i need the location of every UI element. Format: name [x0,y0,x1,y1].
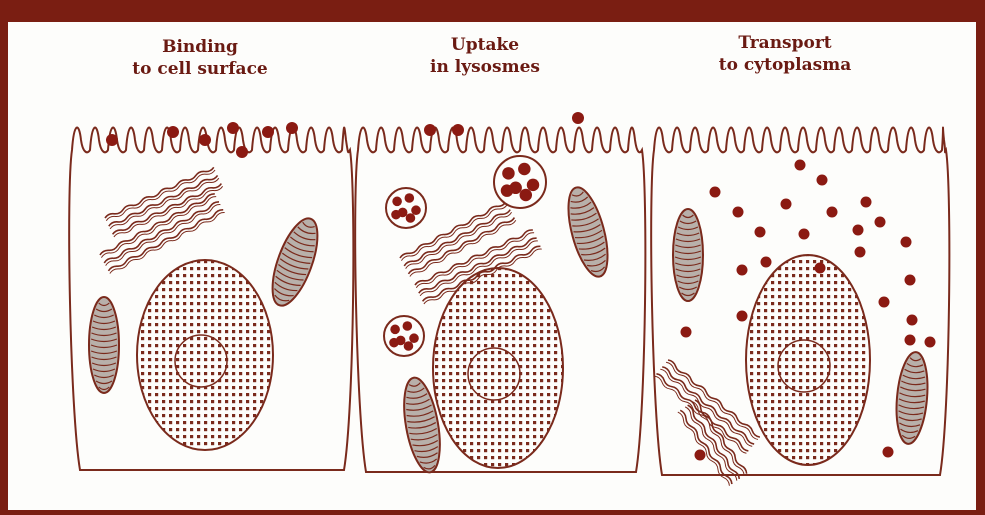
mitochondrion-outline [673,209,703,301]
ligand-dot [106,134,118,146]
ligand-dot [411,205,421,215]
lysosome [384,316,424,356]
ligand-dot [817,175,828,186]
ligand-dot [761,257,772,268]
ligand-dot [855,247,866,258]
ligand-dot [404,341,414,351]
ligand-dot [861,197,872,208]
ligand-dot [389,338,399,348]
ligand-dot [710,187,721,198]
mitochondrion-outline [263,213,326,311]
ligand-dot [755,227,766,238]
ligand-dot [167,126,179,138]
mitochondrion [893,351,931,445]
ligand-dot [883,447,894,458]
mitochondrion [263,213,326,311]
ligand-dot [409,333,419,343]
endoplasmic-reticulum [654,359,761,455]
ligand-dot [795,160,806,171]
ligand-dot [452,124,464,136]
endoplasmic-reticulum-cisterna-inner [665,361,759,440]
ligand-dot [424,124,436,136]
ligand-dot [392,197,402,207]
ligand-dot [925,337,936,348]
mitochondrion [673,209,703,301]
ligand-dot [405,193,415,203]
ligand-dot [199,134,211,146]
ligand-dot [905,335,916,346]
ligand-dot [879,297,890,308]
endoplasmic-reticulum [677,399,748,486]
ligand-dot [390,325,400,335]
endosome [494,156,546,208]
ligand-dot [737,311,748,322]
ligand-dot [501,184,513,196]
mitochondrion [89,297,119,393]
mitochondrion [561,183,616,280]
ligand-dot [815,263,826,274]
ligand-dot [520,189,532,201]
mitochondrion-outline [893,351,931,445]
ligand-dot [403,321,413,331]
nucleus-2 [433,268,563,468]
endoplasmic-reticulum-cisterna [679,409,733,484]
ligand-dot [827,207,838,218]
ligand-dot [853,225,864,236]
nucleus-1 [137,260,273,450]
ligand-dot [781,199,792,210]
ligand-dot [502,167,514,179]
ligand-dot [286,122,298,134]
ligand-dot [262,126,274,138]
endoplasmic-reticulum [104,166,223,238]
ligand-dot [799,229,810,240]
lysosome [386,188,426,228]
ligand-dot [733,207,744,218]
ligand-dot [695,450,706,461]
cell-3 [651,128,949,487]
endoplasmic-reticulum-cisterna-inner [684,406,738,481]
endoplasmic-reticulum-cisterna [661,366,755,445]
ligand-dot [236,146,248,158]
ligand-dot [518,163,530,175]
cell-1 [69,122,353,470]
ligand-dot [907,315,918,326]
ligand-dot [905,275,916,286]
ligand-dot [572,112,584,124]
ligand-dot [681,327,692,338]
ligand-dot [875,217,886,228]
ligand-dot [901,237,912,248]
ligand-dot [406,213,416,223]
ligand-dot [227,122,239,134]
nucleus-3 [746,255,870,465]
ligand-dot [737,265,748,276]
ligand-dot [391,210,401,220]
cell-2 [355,112,645,475]
ligand-dot [527,179,539,191]
